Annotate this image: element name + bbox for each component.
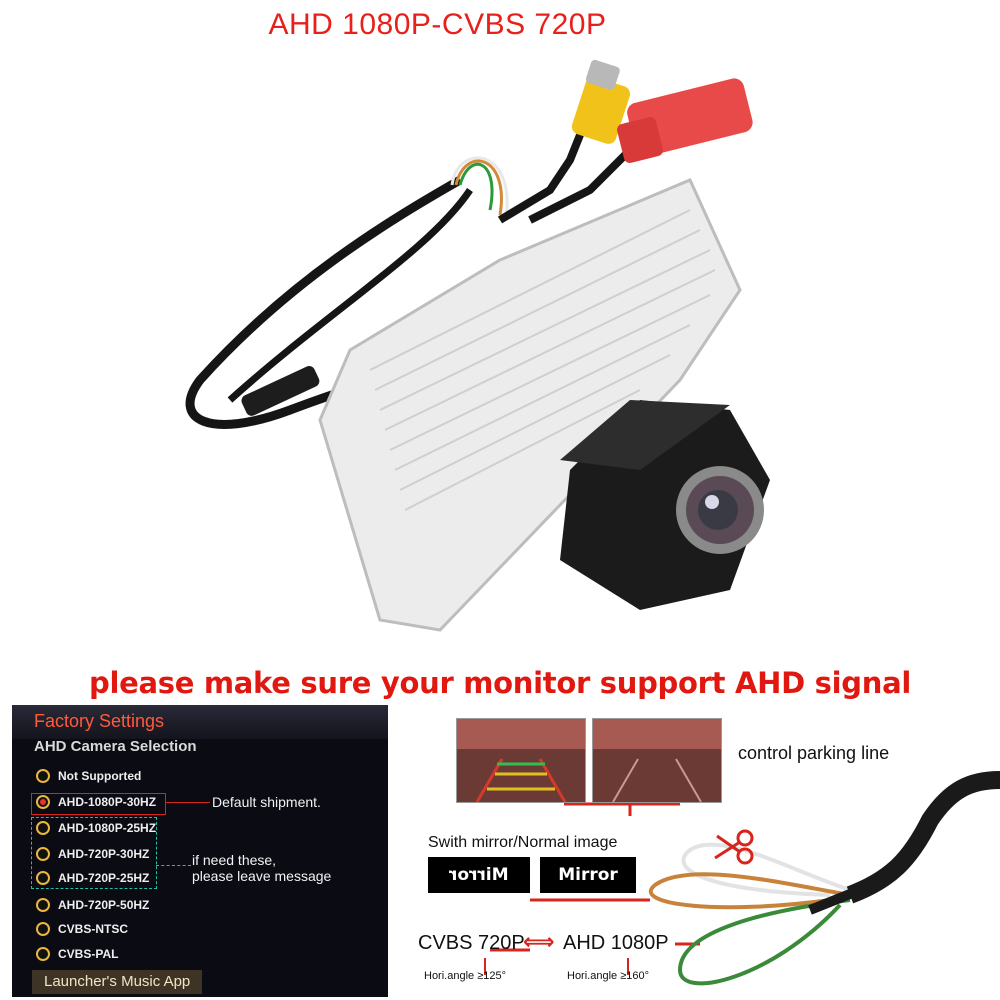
radio-icon xyxy=(36,947,50,961)
launcher-label: Launcher's Music App xyxy=(44,973,191,990)
optional-pointer-line xyxy=(156,865,191,866)
control-parking-line-label: control parking line xyxy=(738,743,890,763)
mirror-image-button: Mirror xyxy=(428,857,530,893)
radio-icon xyxy=(36,898,50,912)
settings-subtitle: AHD Camera Selection xyxy=(34,738,197,755)
option-not-supported[interactable]: Not Supported xyxy=(36,765,141,787)
option-label: Not Supported xyxy=(58,769,142,783)
option-label: AHD-720P-25HZ xyxy=(58,871,150,885)
option-cvbs-pal[interactable]: CVBS-PAL xyxy=(36,943,118,965)
option-label: AHD-720P-30HZ xyxy=(58,847,150,861)
settings-title: Factory Settings xyxy=(34,711,165,731)
option-label: AHD-1080P-30HZ xyxy=(58,795,157,809)
radio-icon xyxy=(36,847,50,861)
default-highlight-box xyxy=(31,793,166,815)
option-label: CVBS-PAL xyxy=(58,947,119,961)
no-parking-line-thumbnail xyxy=(592,718,722,803)
optional-note: if need these, please leave message xyxy=(192,852,331,884)
radio-icon xyxy=(36,922,50,936)
product-title: AHD 1080P-CVBS 720P xyxy=(268,8,607,41)
normal-image-button: Mirror xyxy=(540,857,636,893)
radio-icon xyxy=(36,871,50,885)
optional-highlight-box xyxy=(31,817,157,889)
option-ahd-720p-50hz[interactable]: AHD-720P-50HZ xyxy=(36,894,149,916)
option-label: AHD-720P-50HZ xyxy=(58,898,150,912)
headline: please make sure your monitor support AH… xyxy=(89,666,911,700)
radio-icon xyxy=(36,821,50,835)
camera-product-image xyxy=(185,59,770,632)
option-ahd-720p-30hz[interactable]: AHD-720P-30HZ xyxy=(36,843,149,865)
cvbs-angle-label: Hori.angle ≥125° xyxy=(424,970,506,982)
wiring-diagram xyxy=(484,771,1000,986)
optional-note-line2: please leave message xyxy=(192,868,332,884)
default-pointer-line xyxy=(165,802,210,803)
cvbs-label: CVBS 720P xyxy=(418,932,525,954)
swap-arrow-icon: ⟺ xyxy=(523,930,555,955)
switch-mirror-label: Swith mirror/Normal image xyxy=(428,834,618,851)
option-ahd-1080p-30hz[interactable]: AHD-1080P-30HZ xyxy=(36,791,156,813)
option-cvbs-ntsc[interactable]: CVBS-NTSC xyxy=(36,918,128,940)
factory-settings-panel: Factory Settings AHD Camera Selection No… xyxy=(12,705,388,997)
radio-icon xyxy=(36,769,50,783)
ahd-angle-label: Hori.angle ≥160° xyxy=(567,970,649,982)
mirror-flipped-label: Mirror xyxy=(449,865,509,885)
default-note: Default shipment. xyxy=(212,794,321,810)
radio-icon xyxy=(36,795,50,809)
option-label: CVBS-NTSC xyxy=(58,922,129,936)
option-ahd-720p-25hz[interactable]: AHD-720P-25HZ xyxy=(36,867,149,889)
optional-note-line1: if need these, xyxy=(192,852,277,868)
option-label: AHD-1080P-25HZ xyxy=(58,821,157,835)
option-ahd-1080p-25hz[interactable]: AHD-1080P-25HZ xyxy=(36,817,156,839)
ahd-label: AHD 1080P xyxy=(563,932,669,954)
launcher-bar[interactable] xyxy=(32,970,202,994)
settings-header xyxy=(12,705,388,739)
parking-line-thumbnail xyxy=(456,718,586,803)
scissors-icon xyxy=(714,829,754,865)
mirror-normal-label: Mirror xyxy=(558,865,618,885)
